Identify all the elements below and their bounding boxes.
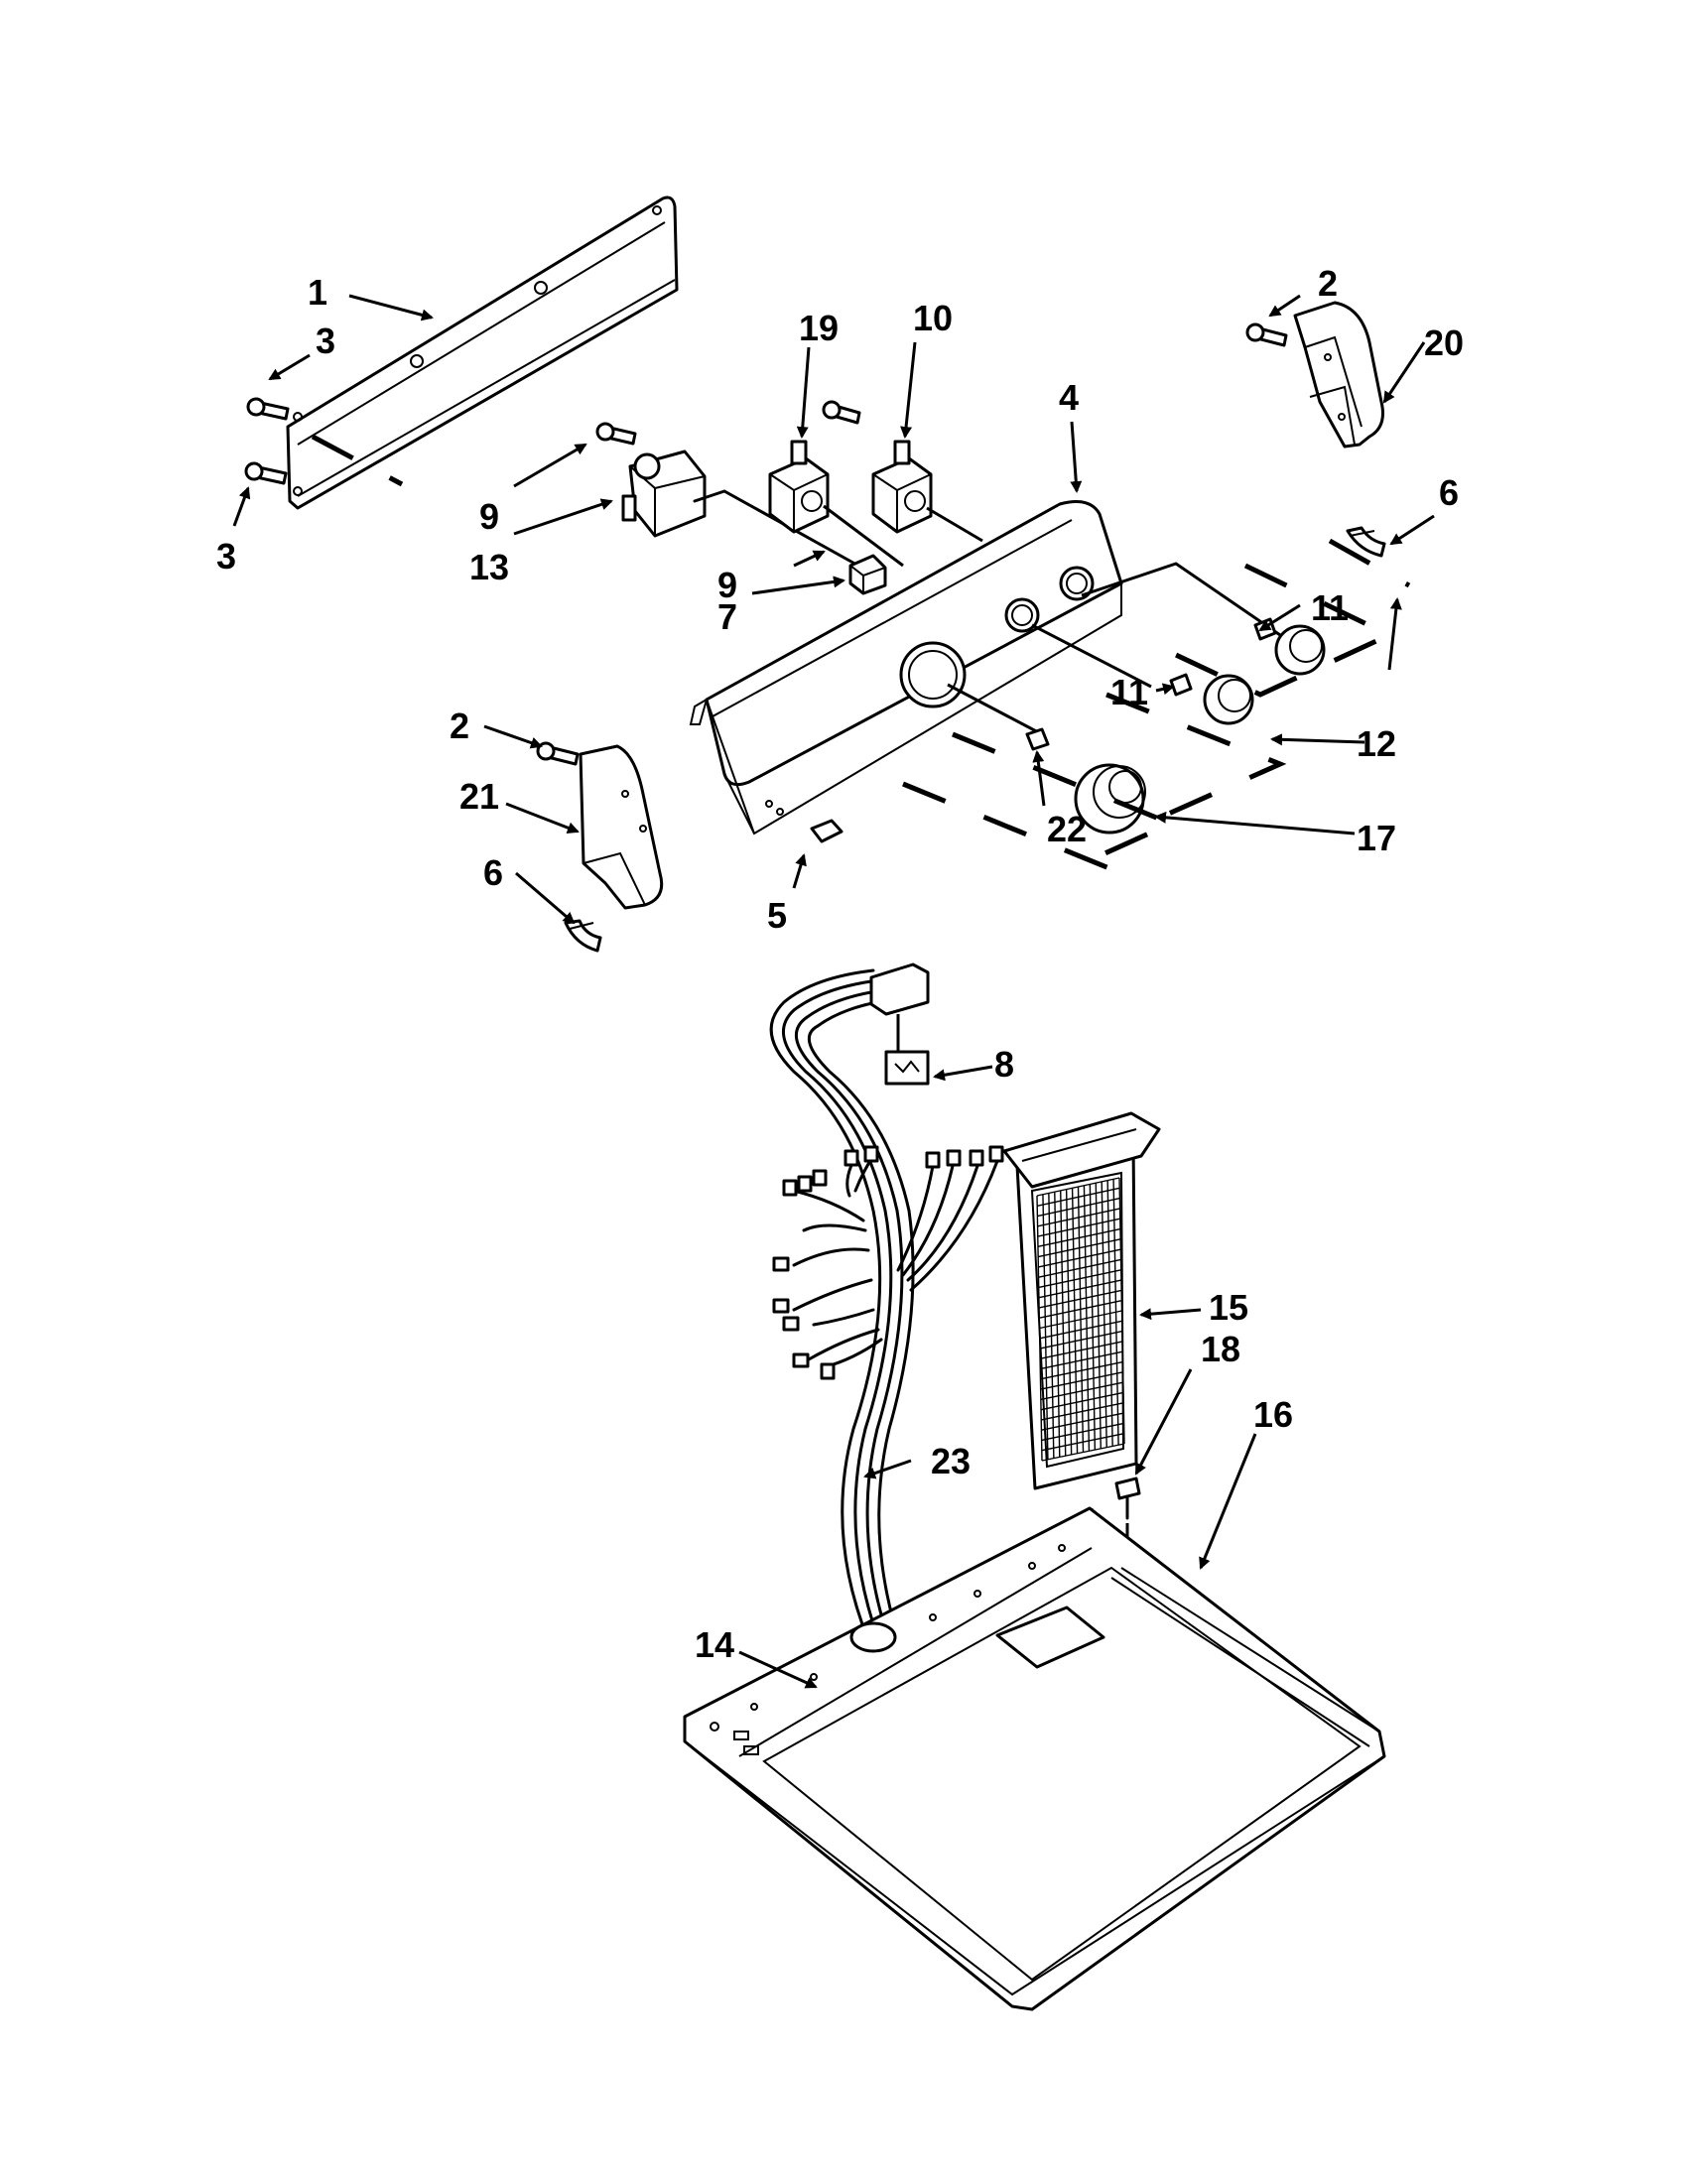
callout-6-right: 6: [1439, 472, 1459, 513]
callout-7: 7: [717, 596, 737, 637]
leader-arrows: [232, 294, 1435, 1689]
part-20-end-cap-right: [1293, 301, 1384, 449]
screw-3-upper: [246, 397, 290, 421]
part-15-lint-filter: [1002, 1111, 1161, 1490]
callout-4: 4: [1059, 377, 1079, 418]
screw-9-upper: [595, 422, 637, 446]
part-6-clip-left: [564, 919, 602, 953]
callout-10: 10: [913, 298, 953, 338]
callout-8: 8: [994, 1044, 1014, 1085]
callout-15: 15: [1209, 1287, 1248, 1328]
callout-19: 19: [799, 308, 839, 348]
screw-9-lower: [822, 400, 861, 425]
callout-11-left: 11: [1110, 672, 1148, 712]
callout-17: 17: [1357, 818, 1396, 858]
callout-6-left: 6: [483, 852, 503, 893]
callout-21: 21: [459, 776, 499, 817]
callout-3-lower: 3: [216, 536, 236, 577]
screw-2-left: [536, 741, 580, 766]
part-21-end-cap-left: [579, 744, 664, 910]
callout-14: 14: [695, 1624, 734, 1665]
part-11-coupler-a: [1169, 673, 1193, 697]
callout-13: 13: [469, 547, 509, 587]
part-4-console: [689, 500, 1281, 835]
callout-20: 20: [1424, 322, 1464, 363]
screw-2-right: [1245, 322, 1288, 347]
part-1-rear-panel: [286, 195, 679, 510]
callout-9-upper: 9: [479, 496, 499, 537]
callout-18: 18: [1201, 1329, 1240, 1369]
part-12-knob-a: [1203, 674, 1254, 725]
callout-2-left: 2: [450, 706, 469, 746]
callout-22: 22: [1047, 809, 1087, 849]
part-14-top-panel: [683, 1506, 1386, 2011]
callout-1: 1: [308, 272, 327, 313]
callout-2-right: 2: [1318, 263, 1338, 304]
filter-mesh: [1036, 1177, 1125, 1462]
part-13-timer: [621, 450, 859, 568]
callout-12: 12: [1357, 723, 1396, 764]
callout-numbers: 1 3 3 2 20 4 19 10 9 13 9 7 6 11 11 12 2…: [216, 263, 1464, 1665]
callout-9-lower: 9: [717, 565, 737, 605]
part-23-wire-harness: [769, 963, 1004, 1654]
part-7-switch: [848, 554, 887, 595]
callout-3-upper: 3: [316, 321, 335, 361]
screw-3-lower: [244, 461, 288, 485]
callout-11-right: 11: [1311, 587, 1349, 628]
part-19-switch: [768, 440, 904, 568]
callout-16: 16: [1253, 1394, 1293, 1435]
part-12-knob-b: [1274, 624, 1326, 676]
alignment-dashes: [902, 538, 1411, 876]
part-22-coupler: [1025, 727, 1050, 751]
callout-5: 5: [767, 895, 787, 936]
part-6-clip-right: [1346, 526, 1386, 558]
part-5-lens: [810, 819, 844, 843]
part-16-top-cover: [1110, 1567, 1380, 1747]
callout-23: 23: [931, 1441, 971, 1481]
part-10-switch: [871, 440, 983, 543]
part-8-terminal-block: [884, 1050, 930, 1086]
